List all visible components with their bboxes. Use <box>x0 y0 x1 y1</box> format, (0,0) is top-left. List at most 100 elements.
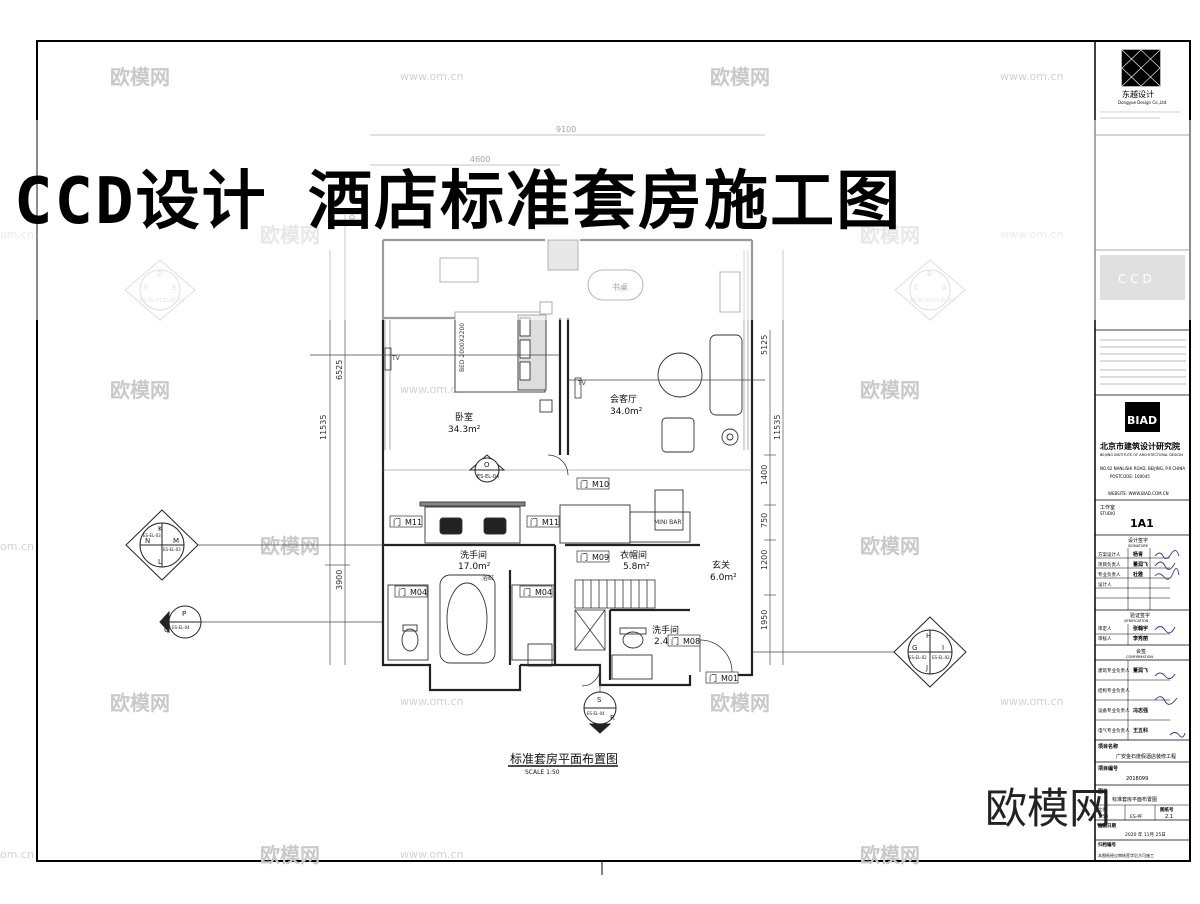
svg-text:M11: M11 <box>405 518 422 527</box>
room-name-wc: 洗手间 <box>652 624 679 636</box>
room-area-foyer: 6.0m² <box>710 573 737 583</box>
svg-text:审核人: 审核人 <box>1098 635 1112 642</box>
bed-label: BED 2000X2200 <box>459 323 466 372</box>
svg-text:O: O <box>484 461 490 469</box>
svg-text:D: D <box>157 270 162 278</box>
room-area-living: 34.0m² <box>610 407 643 417</box>
svg-text:B: B <box>927 270 932 278</box>
svg-text:结构专业负责人: 结构专业负责人 <box>1098 687 1130 694</box>
room-area-wc: 2.4m² <box>654 637 681 647</box>
firm-logo-dongyue <box>1121 49 1161 87</box>
room-area-bedroom: 34.3m² <box>448 425 481 435</box>
room-name-living: 会客厅 <box>610 393 637 405</box>
room-area-closet: 5.8m² <box>623 562 650 572</box>
svg-text:ES-EL-03: ES-EL-03 <box>143 533 161 538</box>
footer-note: 本图纸经过审核签字后方可施工 <box>1098 852 1154 858</box>
svg-text:N: N <box>145 537 150 545</box>
svg-text:门: 门 <box>393 517 401 527</box>
svg-text:K: K <box>158 525 163 533</box>
verification-grid <box>1095 624 1170 645</box>
sheet-border <box>36 40 1191 862</box>
firm-contact-lines <box>1100 111 1180 119</box>
scale-label: 比例 <box>1098 806 1107 813</box>
firm-en-biad: BEIJING INSTITUTE OF ARCHITECTURAL DESIG… <box>1100 453 1183 457</box>
firm-name-biad: 北京市建筑设计研究院 <box>1100 441 1180 451</box>
svg-text:6525: 6525 <box>335 360 344 380</box>
svg-text:P: P <box>182 610 186 618</box>
svg-text:I: I <box>942 644 944 652</box>
signature-grid <box>1095 548 1170 610</box>
svg-text:C: C <box>914 284 919 292</box>
date-label: 出图日期 <box>1098 822 1116 829</box>
svg-text:M01: M01 <box>721 674 738 683</box>
drawing-title: 标准套房平面布置图 <box>510 751 618 766</box>
date-value: 2020 年 11月 25日 <box>1125 831 1166 838</box>
svg-text:ES-EL-01: ES-EL-01 <box>933 298 955 304</box>
svg-text:A: A <box>942 284 947 292</box>
drawing-scale: SCALE 1:50 <box>525 769 560 776</box>
ccd-logo: C C D <box>1118 272 1152 286</box>
callout-leaders <box>188 354 905 695</box>
svg-text:门: 门 <box>523 587 531 597</box>
elevation-symbol-klmn: K N M L ES-EL-03 ES-EL-03 <box>125 509 199 581</box>
living-furniture <box>559 334 743 544</box>
svg-text:J: J <box>925 664 928 672</box>
elevation-symbol-rs: S R ES-EL-04 <box>583 691 617 734</box>
watermark-text: 欧模网 <box>110 691 170 715</box>
svg-text:杨青: 杨青 <box>1133 551 1143 558</box>
confirmation-names: 董润飞 冯志强 王五科 <box>1133 667 1148 734</box>
watermark-url: www.om.cn <box>400 848 463 861</box>
svg-text:ES-EL-01: ES-EL-01 <box>910 298 932 304</box>
svg-text:M04: M04 <box>410 588 427 597</box>
room-name-closet: 衣帽间 <box>620 549 647 561</box>
headline-title: CCD设计 酒店标准套房施工图 <box>14 165 903 239</box>
study-desk <box>439 239 741 313</box>
svg-text:M10: M10 <box>592 480 609 489</box>
elevation-symbol-abc: B C A ES-EL-01 ES-EL-01 <box>894 259 966 321</box>
tv-unit <box>574 377 582 399</box>
signature-label: 设计签字 <box>1128 537 1148 544</box>
svg-text:M04: M04 <box>535 588 552 597</box>
door-swings <box>547 454 733 687</box>
studio-label: 工作室 <box>1100 504 1115 511</box>
elevation-symbol-pq: P Q ES-EL-04 <box>159 605 202 639</box>
tv-label: TV <box>391 355 401 362</box>
svg-text:ES-EL-04: ES-EL-04 <box>587 711 605 716</box>
watermark-text: 欧模网 <box>260 843 320 867</box>
elevation-symbol-ghij: H G I J ES-EL-02 ES-EL-02 <box>893 616 967 688</box>
drawing-info-grid <box>1095 804 1190 820</box>
watermark-text: 欧模网 <box>710 65 770 89</box>
room-area-bath: 17.0m² <box>458 562 491 572</box>
svg-text:5125: 5125 <box>760 335 769 355</box>
verification-en: VERIFICATION <box>1124 619 1149 623</box>
watermark-text: 欧模网 <box>860 843 920 867</box>
svg-text:L: L <box>158 558 162 566</box>
signature-names: 杨青 董润飞 杜雅 张翰宇 李秀丽 <box>1132 551 1148 642</box>
bath-fixtures <box>387 574 653 680</box>
svg-text:1200: 1200 <box>760 550 769 570</box>
svg-text:S: S <box>597 696 602 704</box>
bed <box>454 301 553 413</box>
svg-text:王五科: 王五科 <box>1133 727 1148 734</box>
verification-label: 验证签字 <box>1130 612 1150 619</box>
elevation-symbol-o: O ES-EL-04 <box>468 454 506 483</box>
svg-text:ES-EL-01: ES-EL-01 <box>163 298 185 304</box>
svg-text:冯志强: 冯志强 <box>1133 707 1148 714</box>
svg-text:1400: 1400 <box>760 465 769 485</box>
svg-text:ES-EL-03: ES-EL-03 <box>163 547 181 552</box>
svg-text:ES-EL-02: ES-EL-02 <box>932 655 950 660</box>
svg-text:ES-EL-04: ES-EL-04 <box>477 474 499 480</box>
svg-text:电气专业负责人: 电气专业负责人 <box>1098 727 1130 734</box>
svg-text:M11: M11 <box>542 518 559 527</box>
svg-text:M08: M08 <box>683 637 700 646</box>
project-no: 2018099 <box>1126 776 1148 782</box>
biad-logo: BIAD <box>1127 414 1157 427</box>
signature-en: SIGNATURE <box>1128 544 1148 548</box>
watermark-text: 欧模网 <box>110 65 170 89</box>
svg-text:G: G <box>912 644 917 652</box>
svg-text:建筑专业负责人: 建筑专业负责人 <box>1098 667 1130 674</box>
watermark-url: www.om.cn <box>1000 228 1063 241</box>
firm-web-biad: WEBSITE: WWW.BIAD.COM.CN <box>1108 491 1169 496</box>
svg-text:杜雅: 杜雅 <box>1133 571 1143 578</box>
